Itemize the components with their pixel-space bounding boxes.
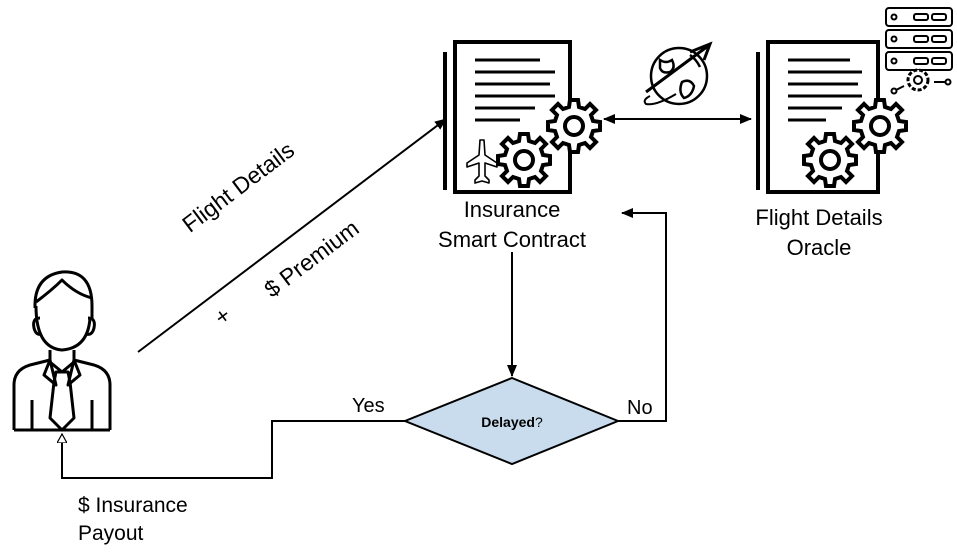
oracle-label-line1: Flight Details [755, 205, 883, 230]
person-icon [12, 270, 112, 432]
contract-label: Insurance Smart Contract [402, 195, 622, 255]
airplane-icon [466, 139, 498, 184]
edge-label-no: No [627, 397, 653, 419]
document-gear-icon [443, 40, 602, 194]
edge-no-loop [618, 208, 667, 422]
contract-label-line1: Insurance [463, 197, 561, 222]
oracle-label: Flight Details Oracle [709, 203, 929, 263]
edge-label-yes: Yes [352, 395, 385, 417]
contract-label-line2: Smart Contract [438, 227, 586, 252]
payout-label-line2: Payout [78, 522, 144, 545]
edge-yes-payout [62, 420, 405, 479]
decision-label-bold: Delayed [481, 414, 535, 430]
decision-label: Delayed? [462, 407, 562, 437]
server-icon [885, 7, 953, 95]
payout-label-line1: $ Insurance [78, 494, 188, 517]
edge-user-to-contract [137, 118, 447, 353]
globe-airplane-icon [643, 41, 713, 106]
oracle-label-line2: Oracle [786, 235, 852, 260]
decision-diamond [402, 376, 621, 466]
decision-label-rest: ? [534, 414, 543, 430]
oracle-document-icon [756, 40, 908, 194]
payout-label: $ Insurance Payout [78, 492, 188, 548]
